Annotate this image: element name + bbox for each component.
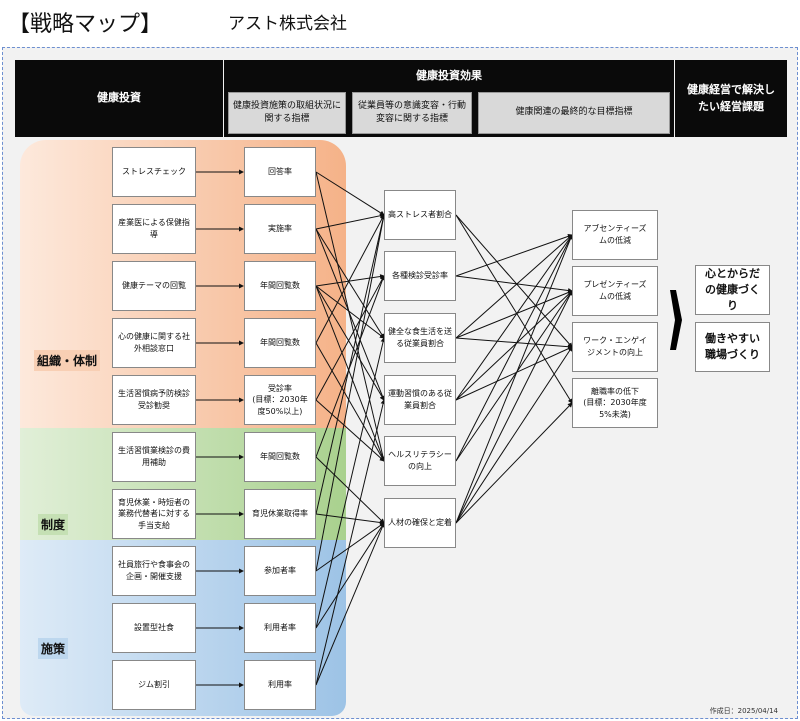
- behavior-box: 運動習慣のある従 業員割合: [384, 375, 456, 425]
- indicator-behavior-link: [315, 171, 386, 462]
- measure-box: 育児休業・時短者の 業務代替者に対する 手当支給: [112, 489, 196, 539]
- indicator-behavior-link: [315, 228, 385, 401]
- region-label-system: 制度: [38, 514, 69, 535]
- indicator-behavior-link: [315, 285, 385, 401]
- indicator-behavior-link: [315, 342, 385, 462]
- behavior-outcome-link: [455, 214, 573, 348]
- behavior-outcome-link: [455, 290, 573, 339]
- region-label-organization: 組織・体制: [34, 350, 101, 371]
- region-label-measures: 施策: [38, 638, 69, 659]
- created-date: 作成日：2025/04/14: [709, 707, 778, 715]
- indicator-box: 利用者率: [244, 603, 316, 653]
- indicator-box: 年間回覧数: [244, 261, 316, 311]
- indicator-behavior-link: [315, 522, 385, 629]
- measure-box: 産業医による保健指 導: [112, 204, 196, 254]
- measure-box: 健康テーマの回覧: [112, 261, 196, 311]
- indicator-behavior-link: [315, 337, 386, 629]
- outcome-box: プレゼンティーズ ムの低減: [572, 266, 658, 316]
- behavior-outcome-link: [455, 214, 573, 404]
- indicator-behavior-link: [315, 214, 385, 344]
- indicator-behavior-link: [315, 399, 386, 686]
- behavior-outcome-link: [455, 290, 573, 401]
- behavior-box: 各種検診受診率: [384, 251, 456, 301]
- indicator-behavior-link: [315, 285, 385, 462]
- indicator-behavior-link: [315, 214, 386, 515]
- indicator-box: 参加者率: [244, 546, 316, 596]
- behavior-outcome-link: [455, 346, 573, 401]
- indicator-behavior-link: [315, 513, 385, 525]
- behavior-outcome-link: [455, 337, 573, 350]
- indicator-box: 年間回覧数: [244, 318, 316, 368]
- measure-box: 生活習慣業検診の費 用補助: [112, 432, 196, 482]
- indicator-box: 利用率: [244, 660, 316, 710]
- outcome-box: 離職率の低下 (目標：2030年度 5%未満): [572, 378, 658, 428]
- measure-box: 生活習慣病予防検診 受診勧奨: [112, 375, 196, 425]
- behavior-box: ヘルスリテラシー の向上: [384, 436, 456, 486]
- indicator-box: 年間回覧数: [244, 432, 316, 482]
- header-investment: 健康投資: [15, 60, 223, 137]
- indicator-box: 受診率 (目標：2030年 度50%以上): [244, 375, 316, 425]
- indicator-behavior-link: [315, 522, 385, 686]
- indicator-behavior-link: [315, 214, 386, 572]
- header-issues: 健康経営で解決し たい経営課題: [675, 60, 787, 137]
- behavior-outcome-link: [455, 346, 573, 524]
- indicator-behavior-link: [315, 456, 385, 524]
- outcome-box: アブセンティーズ ムの低減: [572, 210, 658, 260]
- indicator-box: 回答率: [244, 147, 316, 197]
- behavior-outcome-link: [455, 234, 573, 524]
- indicator-box: 実施率: [244, 204, 316, 254]
- measure-box: ストレスチェック: [112, 147, 196, 197]
- issue-box: 心とからだ の健康づく り: [695, 265, 770, 315]
- behavior-box: 健全な食生活を送 る従業員割合: [384, 313, 456, 363]
- behavior-outcome-link: [455, 234, 573, 401]
- header-sub-activity: 健康投資施策の取組状況に 関する指標: [228, 92, 346, 134]
- behavior-outcome-link: [455, 234, 573, 339]
- behavior-outcome-link: [455, 290, 573, 524]
- header-sub-behavior: 従業員等の意識変容・行動 変容に関する指標: [352, 92, 472, 134]
- behavior-outcome-link: [455, 234, 573, 462]
- indicator-behavior-link: [315, 522, 385, 572]
- indicator-box: 育児休業取得率: [244, 489, 316, 539]
- measure-box: 社員旅行や食事会の 企画・開催支援: [112, 546, 196, 596]
- behavior-box: 高ストレス者割合: [384, 190, 456, 240]
- behavior-outcome-link: [455, 233, 573, 277]
- indicator-behavior-link: [315, 399, 385, 462]
- page-title: 【戦略マップ】: [8, 12, 163, 37]
- header-sub-final: 健康関連の最終的な目標指標: [478, 92, 670, 134]
- indicator-behavior-link: [315, 213, 385, 230]
- indicator-behavior-link: [315, 228, 385, 339]
- behavior-outcome-link: [455, 402, 573, 524]
- measure-box: 設置型社食: [112, 603, 196, 653]
- indicator-behavior-link: [315, 171, 385, 216]
- indicator-behavior-link: [315, 274, 385, 287]
- behavior-box: 人材の確保と定着: [384, 498, 456, 548]
- measure-box: ジム割引: [112, 660, 196, 710]
- company-name: アスト株式会社: [228, 14, 347, 34]
- issue-box: 働きやすい 職場づくり: [695, 322, 770, 372]
- outcome-box: ワーク・エンゲイ ジメントの向上: [572, 322, 658, 372]
- indicator-behavior-link: [315, 285, 385, 339]
- behavior-outcome-link: [455, 290, 573, 462]
- indicator-behavior-link: [315, 275, 385, 401]
- behavior-outcome-link: [455, 275, 573, 293]
- measure-box: 心の健康に関する社 外相談窓口: [112, 318, 196, 368]
